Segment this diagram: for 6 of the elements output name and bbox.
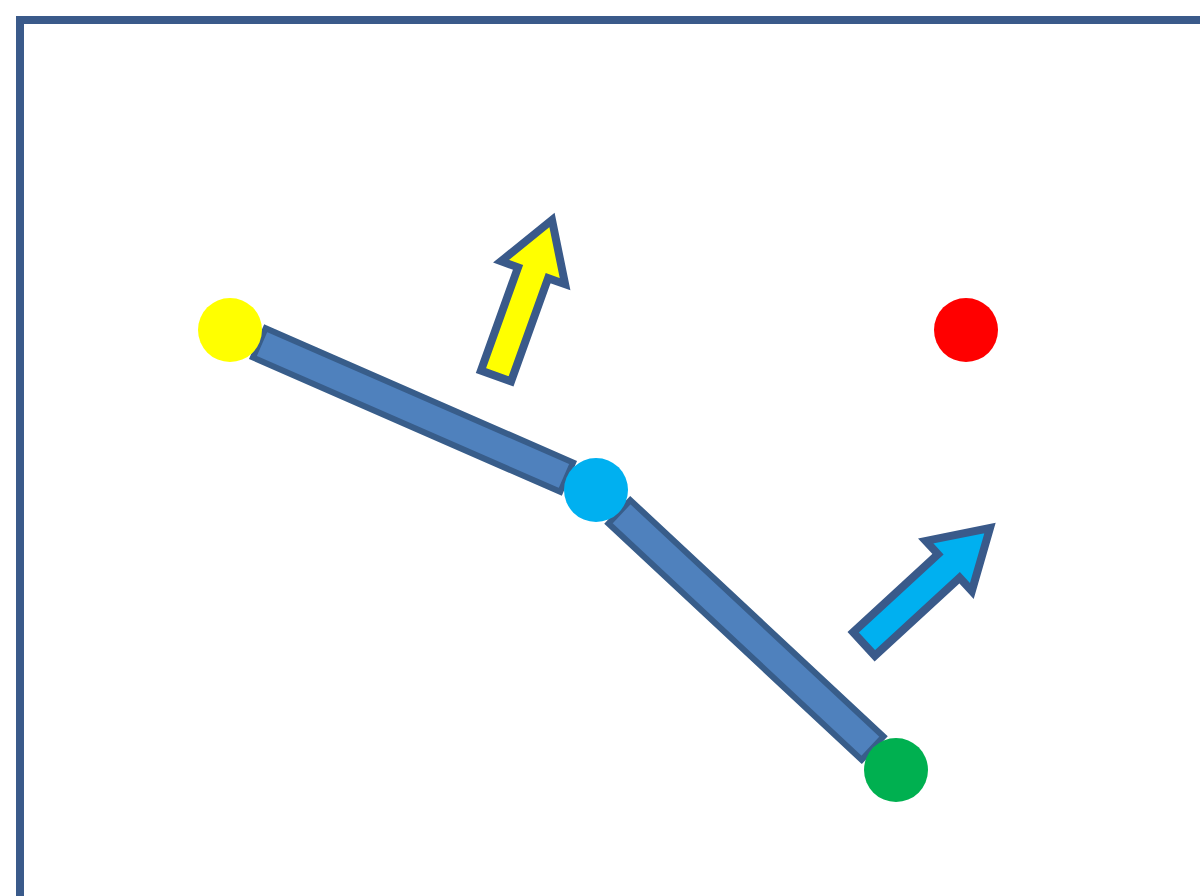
joint-circle — [198, 298, 262, 362]
link-bar — [248, 324, 578, 496]
point-circle — [934, 298, 998, 362]
link-bar — [604, 495, 888, 765]
joint-circle — [564, 458, 628, 522]
joint-circle — [864, 738, 928, 802]
